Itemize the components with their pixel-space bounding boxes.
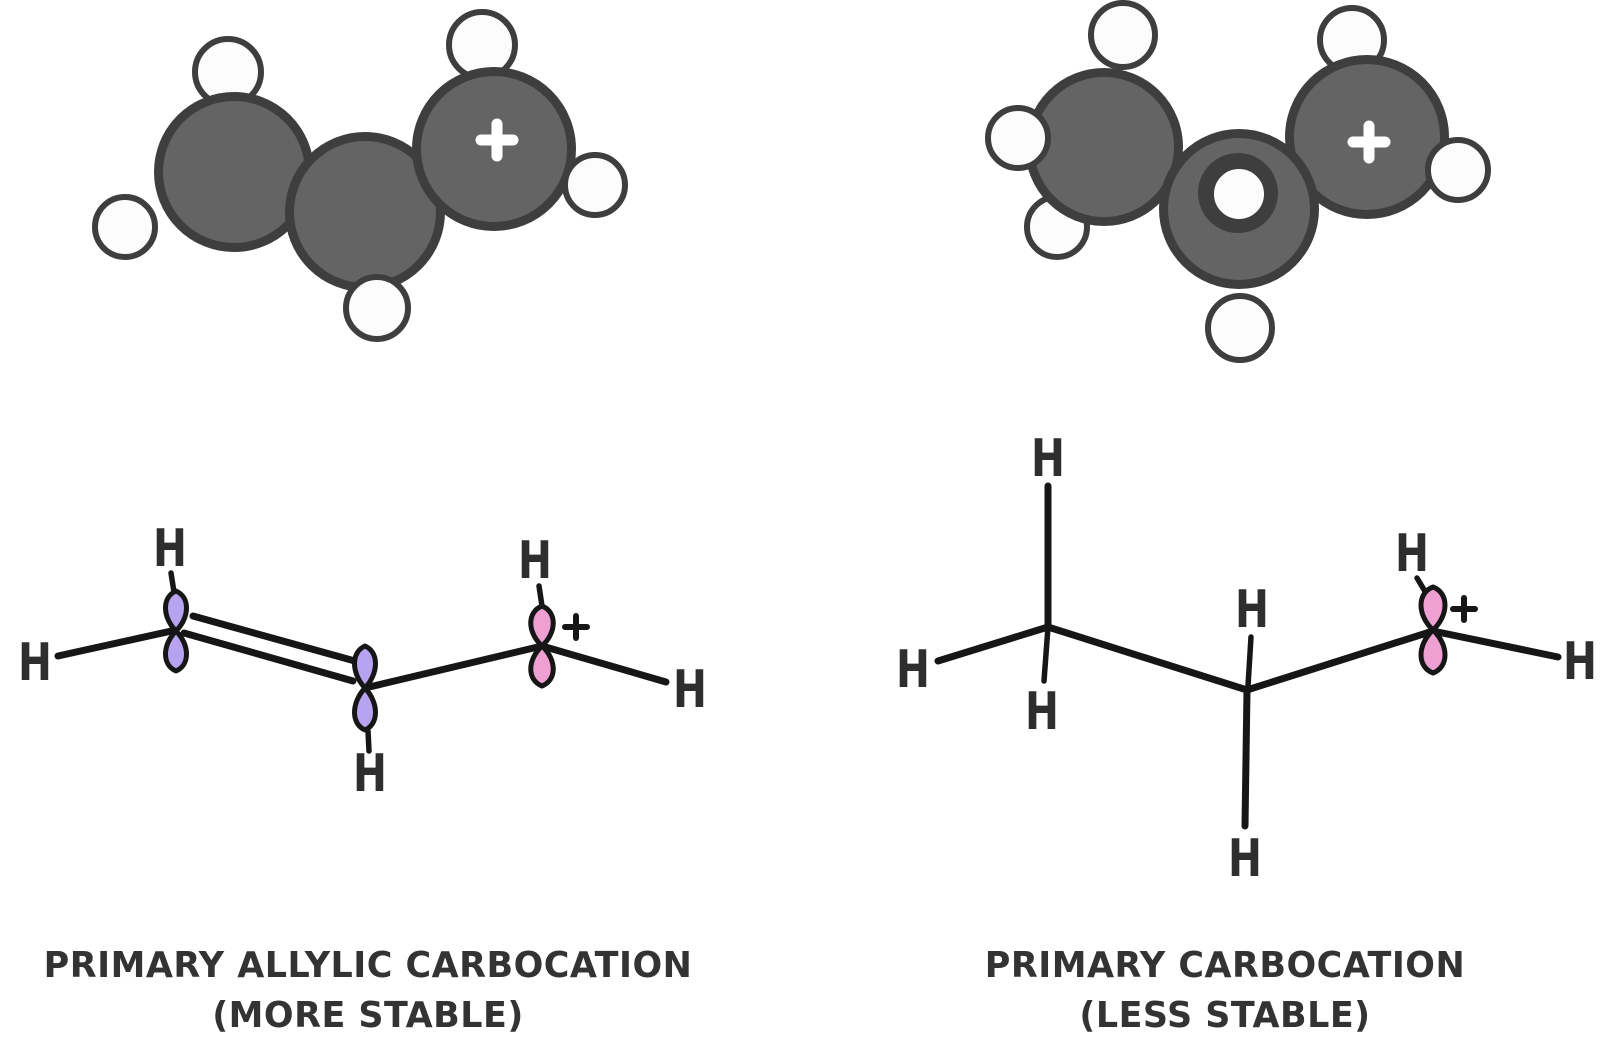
- hydrogen-sphere: [92, 194, 158, 260]
- plus-charge-icon: [562, 613, 590, 641]
- hydrogen-label: H: [1025, 682, 1059, 742]
- hydrogen-label: H: [1395, 524, 1429, 584]
- right-caption-line2: (LESS STABLE): [1079, 995, 1371, 1036]
- bond-c2-c3: [361, 642, 546, 692]
- hydrogen-label: H: [896, 640, 930, 700]
- double-bond-line2: [180, 629, 357, 685]
- right-caption-line1: PRIMARY CARBOCATION: [984, 945, 1466, 986]
- bond-c3-h-right: [538, 642, 670, 686]
- hydrogen-label: H: [1235, 580, 1269, 640]
- bond-c2-h-bottom: [1241, 686, 1251, 830]
- p-orbital-pink-c3: [528, 603, 556, 689]
- bond-c1-h-bottom: [1041, 624, 1051, 684]
- left-structure-bonds: [54, 570, 670, 754]
- bond-h-c1: [54, 626, 180, 660]
- hydrogen-label: H: [1228, 829, 1262, 889]
- p-orbital-purple-c1: [163, 588, 189, 674]
- hydrogen-sphere: [1208, 163, 1270, 225]
- double-bond-line1: [189, 612, 366, 667]
- hydrogen-sphere: [1205, 293, 1275, 363]
- p-orbital-purple-c2: [352, 643, 378, 733]
- hydrogen-sphere: [985, 105, 1051, 171]
- left-caption-line1: PRIMARY ALLYLIC CARBOCATION: [43, 945, 693, 986]
- hydrogen-label: H: [153, 519, 187, 579]
- bond-c2-h-top: [1245, 634, 1254, 689]
- hydrogen-sphere: [343, 274, 411, 342]
- bond-c1-c2: [1044, 623, 1251, 694]
- plus-charge-icon: [1450, 595, 1478, 623]
- bond-c2-c3: [1243, 627, 1437, 694]
- p-orbital-pink-right: [1418, 584, 1448, 676]
- hydrogen-sphere: [1425, 137, 1491, 203]
- hydrogen-label: H: [353, 744, 387, 804]
- bond-c3-h-right: [1429, 627, 1562, 661]
- hydrogen-label: H: [1563, 632, 1597, 692]
- hydrogen-label: H: [518, 531, 552, 591]
- right-structure-bonds: [934, 482, 1562, 830]
- hydrogen-label: H: [1031, 429, 1065, 489]
- hydrogen-sphere: [1088, 0, 1158, 70]
- hydrogen-label: H: [18, 633, 52, 693]
- hydrogen-sphere: [562, 152, 628, 218]
- bond-h-c1-left: [934, 623, 1052, 665]
- hydrogen-label: H: [673, 660, 707, 720]
- carbon-sphere-charged: [412, 67, 576, 231]
- left-caption-line2: (MORE STABLE): [212, 995, 524, 1036]
